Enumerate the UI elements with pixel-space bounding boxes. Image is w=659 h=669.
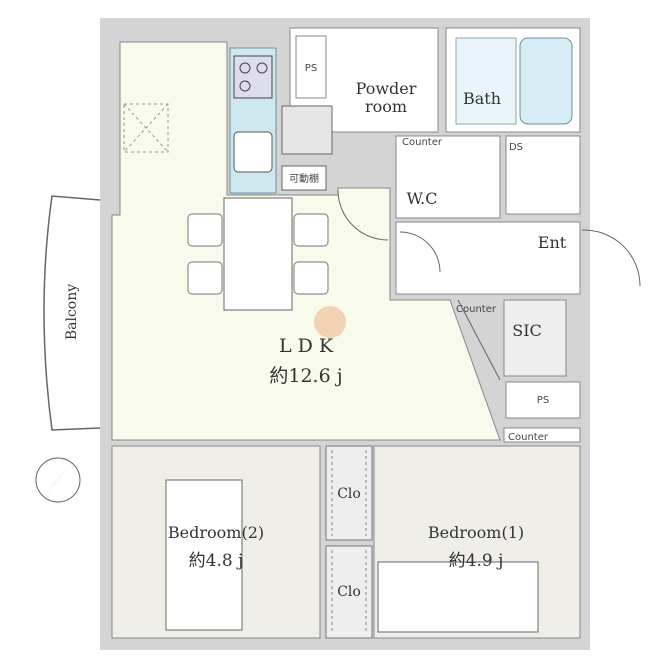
closet-top	[325, 445, 373, 541]
powder-room-label-2: room	[365, 97, 407, 116]
bed-2	[165, 479, 243, 631]
sink-icon	[233, 131, 273, 173]
wc-label: W.C	[407, 189, 438, 208]
wc-floor	[395, 135, 501, 219]
counter-sic-label: Counter	[456, 304, 497, 315]
ps-right-box	[505, 381, 581, 419]
balcony-outline	[43, 195, 101, 431]
ds-box	[505, 135, 581, 215]
balcony-label: Balcony	[64, 284, 80, 340]
closet-bottom	[325, 545, 373, 639]
dining-table	[223, 197, 293, 311]
ps-top-box	[295, 35, 327, 99]
bath-wash-area	[455, 37, 517, 125]
closet-bottom-label: Clo	[337, 584, 361, 600]
bedroom1-label: Bedroom(1)	[428, 523, 524, 542]
entrance-floor	[395, 221, 581, 295]
fridge-box	[281, 105, 333, 155]
bath-label: Bath	[463, 89, 501, 108]
sic-floor	[503, 299, 567, 377]
counter-bottom-label: Counter	[508, 432, 549, 443]
shelf-label: 可動棚	[289, 172, 319, 185]
compass-icon	[35, 457, 81, 503]
entrance-label: Ent	[538, 233, 567, 252]
door-swings	[337, 189, 641, 381]
storage-x-icon	[123, 103, 169, 153]
ps-right-label: PS	[537, 395, 549, 406]
bedroom2-size: 約4.8 j	[189, 551, 244, 571]
stove-icon	[233, 55, 273, 99]
ldk-label: L D K	[279, 335, 334, 357]
ldk-size: 約12.6 j	[269, 365, 342, 387]
dining-chairs	[187, 213, 329, 295]
bedroom2-label: Bedroom(2)	[168, 523, 264, 542]
bedroom1-size: 約4.9 j	[449, 551, 504, 571]
counter-wc-label: Counter	[402, 137, 443, 148]
sic-label: SIC	[512, 321, 542, 340]
ds-label: DS	[509, 142, 523, 153]
powder-room-label-1: Powder	[356, 79, 417, 98]
bath-tub	[519, 37, 573, 125]
watermark-logo	[314, 306, 346, 338]
ps-top-label: PS	[305, 63, 317, 74]
bed-1	[377, 561, 539, 633]
counter-bottom-box	[503, 427, 581, 443]
closet-top-label: Clo	[337, 486, 361, 502]
shelf-box	[281, 165, 327, 191]
